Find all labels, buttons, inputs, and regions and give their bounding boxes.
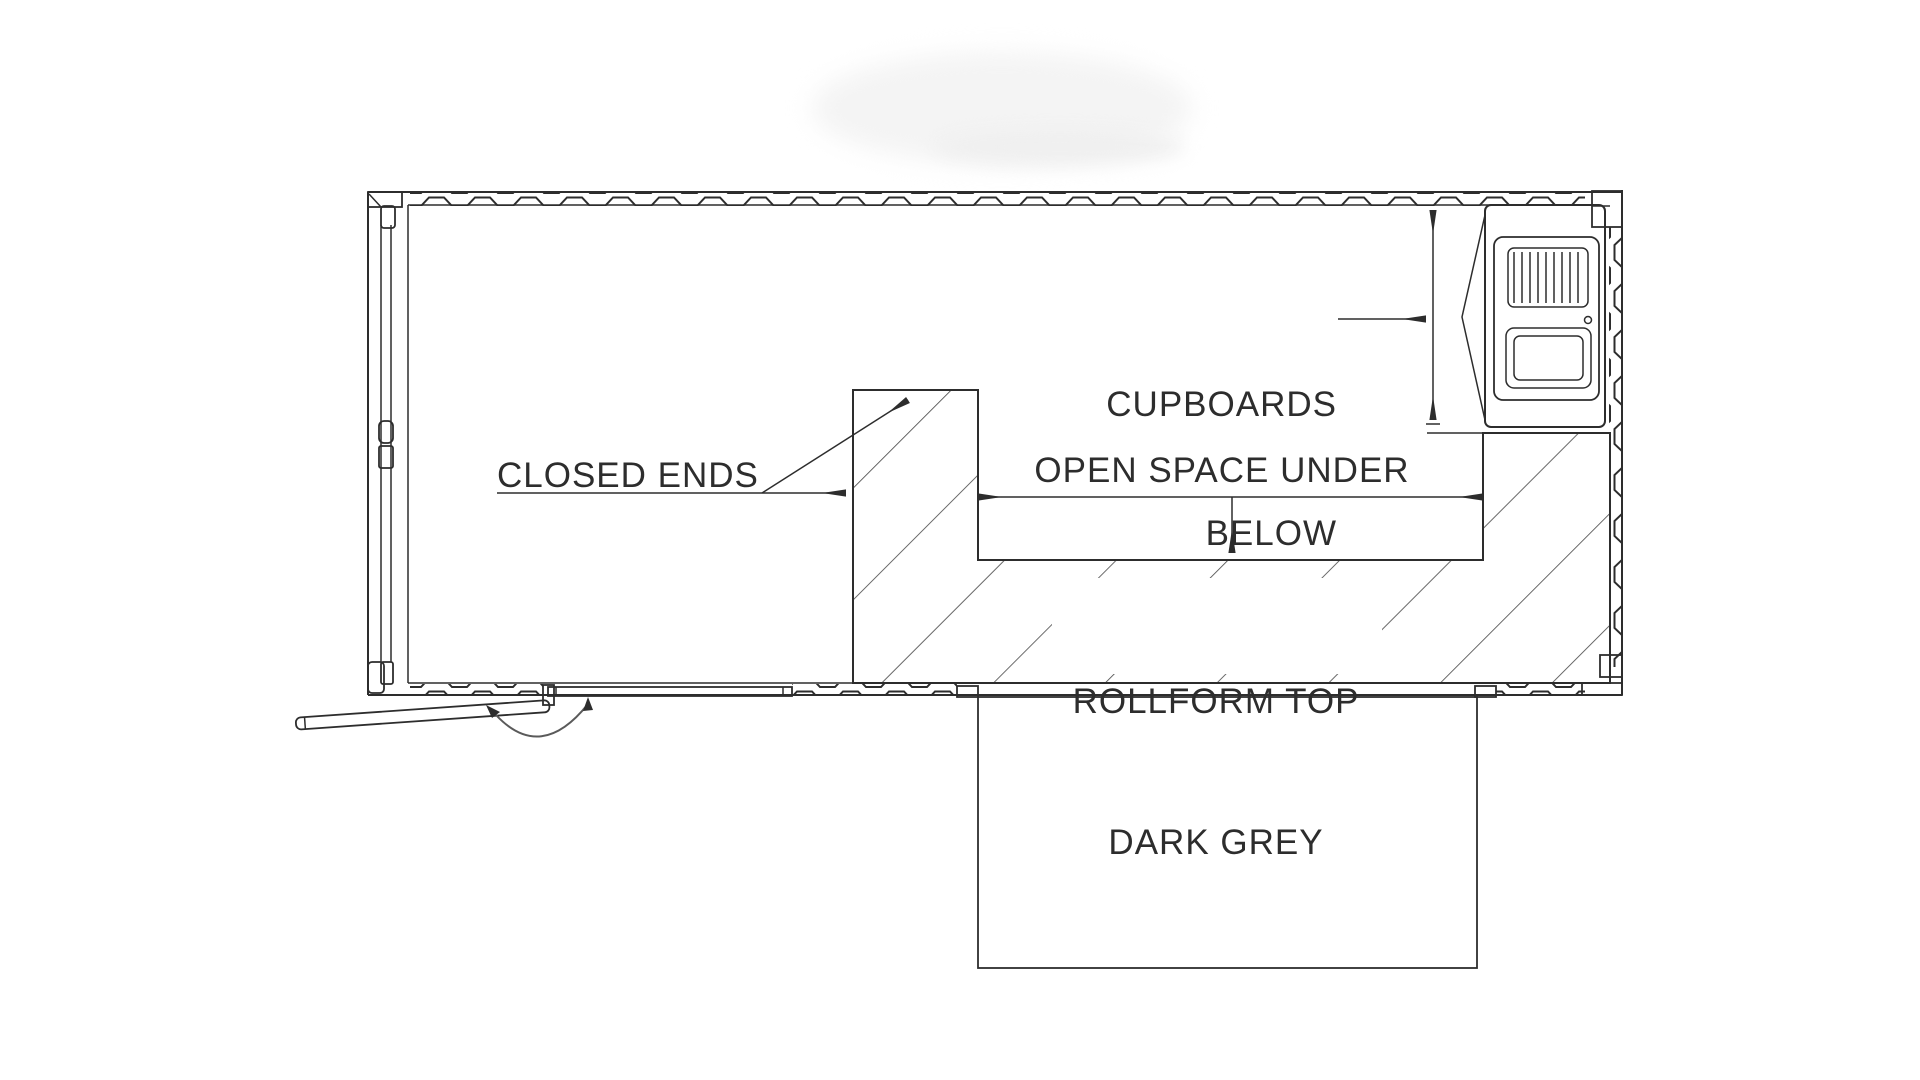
label-rollform-line2: DARK GREY <box>1108 823 1324 862</box>
label-closed-ends: CLOSED ENDS <box>497 456 759 495</box>
label-rollform-top: ROLLFORM TOP DARK GREY <box>1073 584 1360 960</box>
closed-ends-diagonal-leader <box>761 396 910 494</box>
rollform-counter-hatched-top <box>852 389 1611 684</box>
appliance-vent-panel <box>1507 247 1589 308</box>
bottom-corrugation-mid <box>792 684 957 696</box>
left-door-wall <box>367 191 409 695</box>
dimension-cupboard-height <box>1426 210 1440 425</box>
leader-closed-ends <box>497 396 910 497</box>
door-end-block-bottom <box>380 661 394 685</box>
top-wall <box>368 191 1622 206</box>
corner-casting-bottom-right-base <box>1581 682 1623 696</box>
cupboard-open-doors-chevron <box>1461 214 1486 421</box>
label-open-space-under: OPEN SPACE UNDER <box>1034 451 1410 490</box>
flap-open-panel <box>294 699 551 731</box>
swing-arc-arrow-right <box>583 697 593 711</box>
bottom-block-right-of-box <box>1474 685 1497 698</box>
flap-swing-arc <box>495 703 589 738</box>
erased-logo-smudge-2 <box>935 130 1185 164</box>
door-hinge-upper <box>378 420 394 444</box>
label-rollform-line1: ROLLFORM TOP <box>1072 682 1360 721</box>
drop-down-serving-box <box>977 696 1478 969</box>
top-wall-corrugation <box>410 193 1585 206</box>
appliance-vent-slats <box>1513 252 1579 303</box>
bottom-block-left-of-box <box>956 685 979 698</box>
dimension-open-space <box>978 493 1483 553</box>
door-hinge-lower <box>378 445 394 469</box>
corner-casting-bottom-right <box>1599 654 1623 678</box>
flap-open-end-tick <box>303 717 307 730</box>
appliance-lower-panel <box>1505 327 1592 389</box>
bottom-wall <box>368 682 1622 706</box>
serving-box-outline <box>977 696 1478 969</box>
right-wall-corrugation <box>1609 227 1622 667</box>
appliance-knob <box>1583 315 1593 325</box>
corner-chamfer-top-left <box>368 193 382 208</box>
appliance-door <box>1493 236 1600 401</box>
corner-casting-bottom-left <box>367 661 385 694</box>
fold-down-flap-open <box>294 697 593 738</box>
appliance-lower-panel-inner <box>1513 335 1584 381</box>
rollform-label-backing <box>1052 578 1382 674</box>
appliance-outline <box>1493 236 1600 401</box>
label-cupboards-below: CUPBOARDS BELOW <box>1106 297 1337 641</box>
label-cupboards-line2: BELOW <box>1205 514 1337 553</box>
bottom-corrugation-right <box>1496 684 1585 696</box>
cupboard-box <box>1484 204 1606 428</box>
corner-casting-top-right <box>1591 190 1623 228</box>
label-cupboards-line1: CUPBOARDS <box>1106 385 1337 424</box>
swing-arc-arrow-left <box>486 705 500 718</box>
cupboard-unit <box>1427 204 1610 434</box>
door-end-block-top <box>380 205 396 229</box>
flap-closed-panel <box>547 686 793 697</box>
corner-casting-top-left <box>367 191 403 208</box>
bottom-corrugation-left <box>410 684 543 696</box>
